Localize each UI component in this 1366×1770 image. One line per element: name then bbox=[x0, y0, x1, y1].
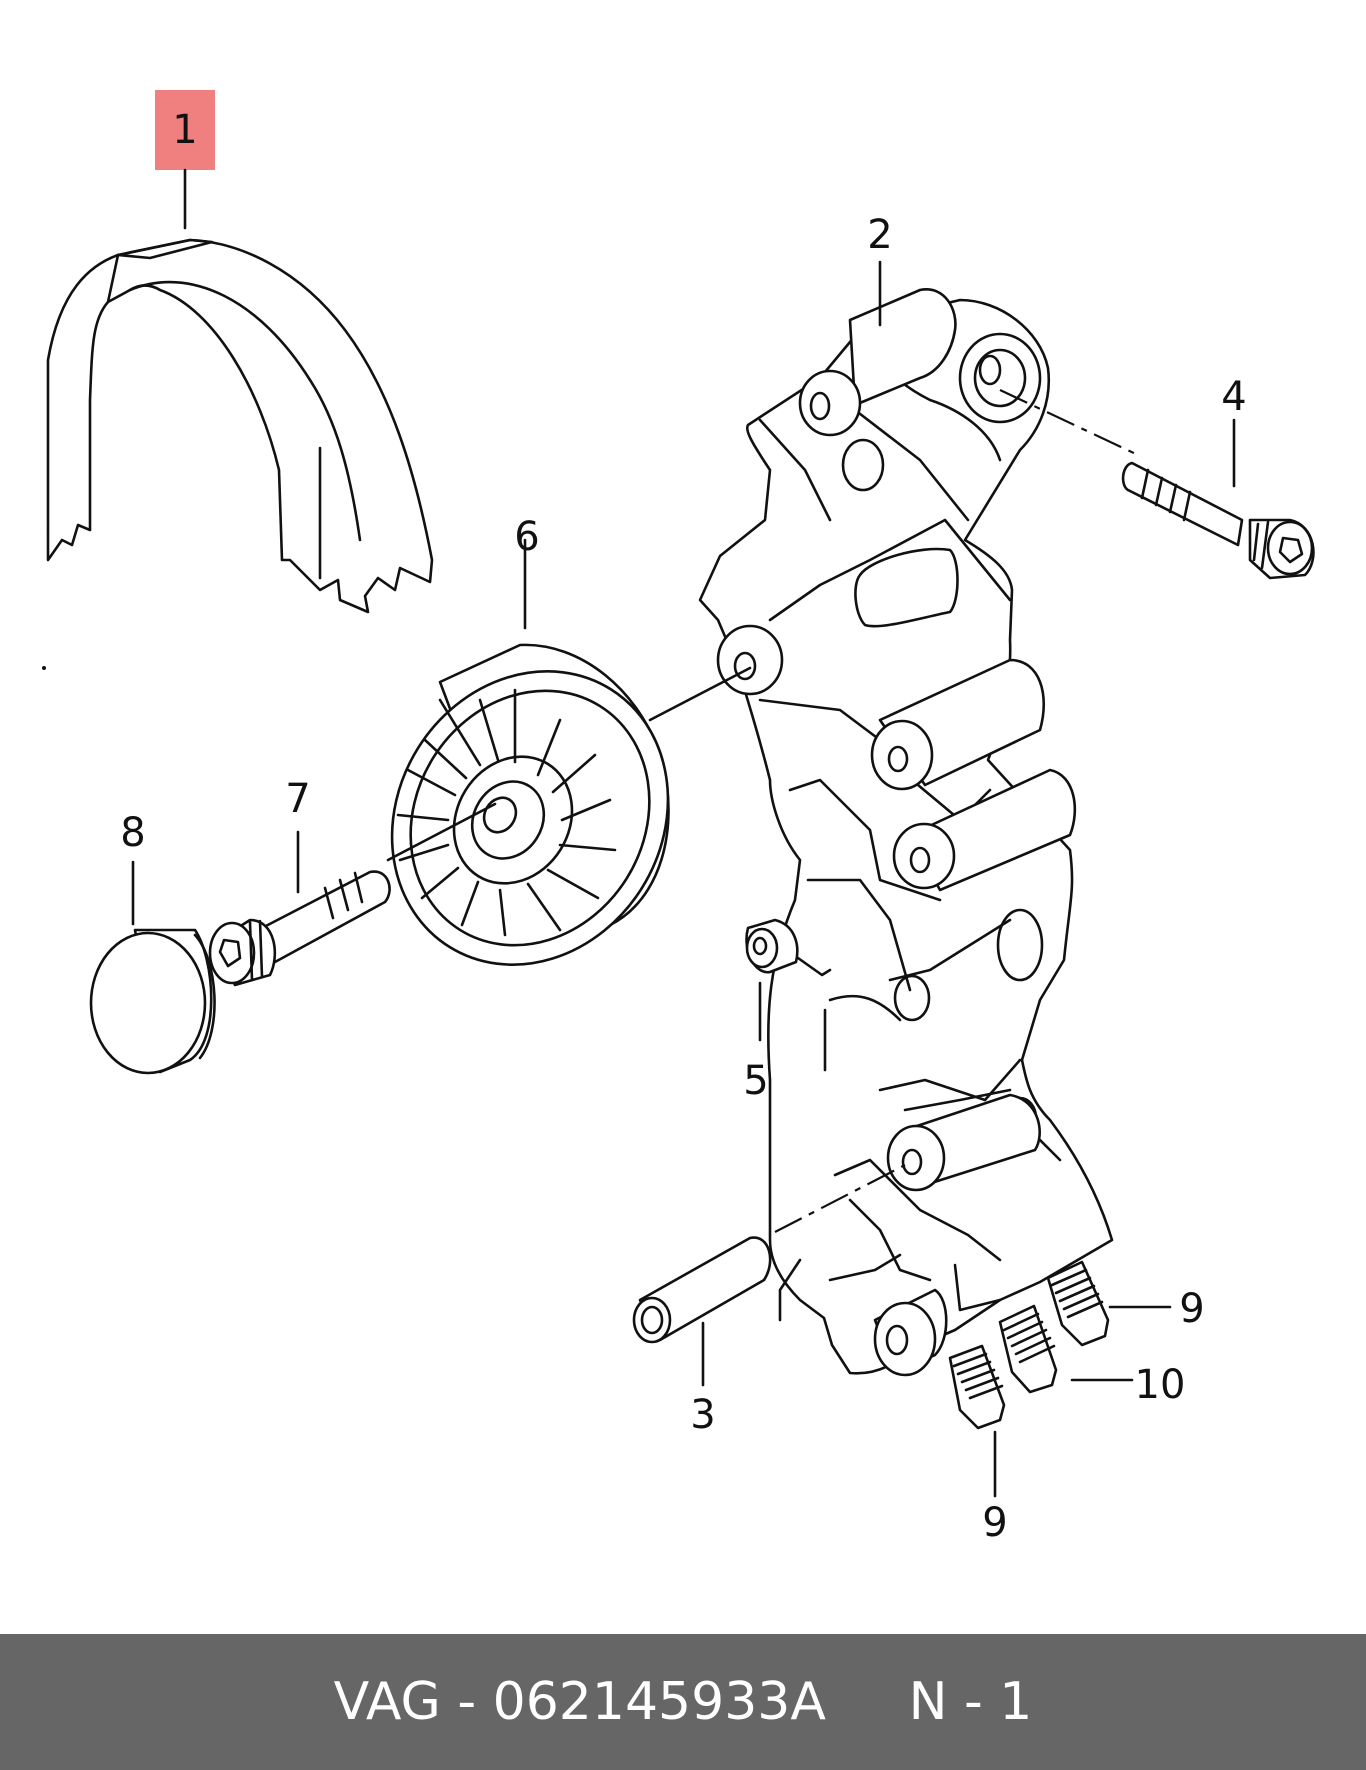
label-pulley-bolt[interactable]: 7 bbox=[285, 776, 310, 822]
label-stud-lower[interactable]: 9 bbox=[982, 1500, 1007, 1546]
tensioner-pulley-drawing bbox=[390, 538, 752, 966]
stray-mark bbox=[42, 666, 46, 670]
label-tensioner-pulley[interactable]: 6 bbox=[514, 514, 539, 560]
part-labels: 1 2 3 4 5 6 7 8 9 10 9 bbox=[120, 107, 1246, 1546]
dowel-sleeve-drawing bbox=[632, 1164, 906, 1387]
label-1-highlight bbox=[155, 90, 215, 170]
label-stud-right[interactable]: 9 bbox=[1179, 1286, 1204, 1332]
label-bracket[interactable]: 2 bbox=[867, 212, 892, 258]
footer-bar: VAG - 062145933A N - 1 bbox=[0, 1634, 1366, 1770]
label-cap[interactable]: 8 bbox=[120, 810, 145, 856]
label-stud-middle[interactable]: 10 bbox=[1135, 1362, 1186, 1408]
pulley-bolt-drawing bbox=[208, 802, 497, 987]
belt-drawing bbox=[46, 168, 434, 614]
label-bushing[interactable]: 5 bbox=[743, 1058, 768, 1104]
leader-lines bbox=[878, 260, 1172, 1498]
bolt-upper-drawing bbox=[999, 389, 1315, 580]
bushing-drawing bbox=[745, 918, 832, 1042]
label-belt[interactable]: 1 bbox=[172, 107, 197, 153]
cap-drawing bbox=[89, 860, 216, 1075]
label-bolt-upper[interactable]: 4 bbox=[1221, 374, 1246, 420]
label-dowel-sleeve[interactable]: 3 bbox=[690, 1392, 715, 1438]
studs-drawing bbox=[948, 1260, 1110, 1430]
part-number-caption: VAG - 062145933A N - 1 bbox=[333, 1672, 1033, 1732]
parts-diagram: 1 2 3 4 5 6 7 8 9 10 9 bbox=[42, 90, 1315, 1546]
